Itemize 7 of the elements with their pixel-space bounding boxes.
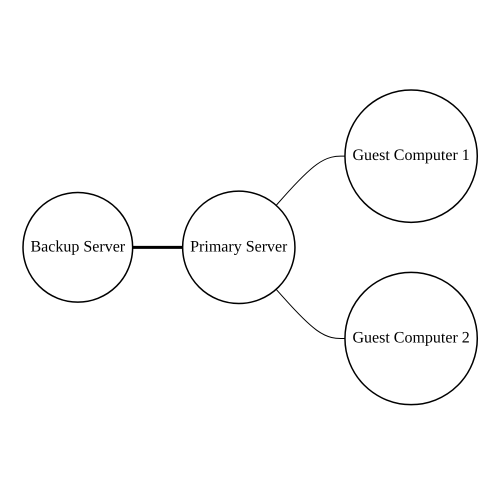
node-circle: Guest Computer 2 <box>344 271 478 406</box>
connector <box>133 246 183 248</box>
connector <box>276 288 346 339</box>
node-circle: Backup Server <box>22 191 134 303</box>
node-circle: Primary Server <box>182 190 296 304</box>
node-circle: Guest Computer 1 <box>344 88 478 223</box>
connector <box>276 155 346 206</box>
